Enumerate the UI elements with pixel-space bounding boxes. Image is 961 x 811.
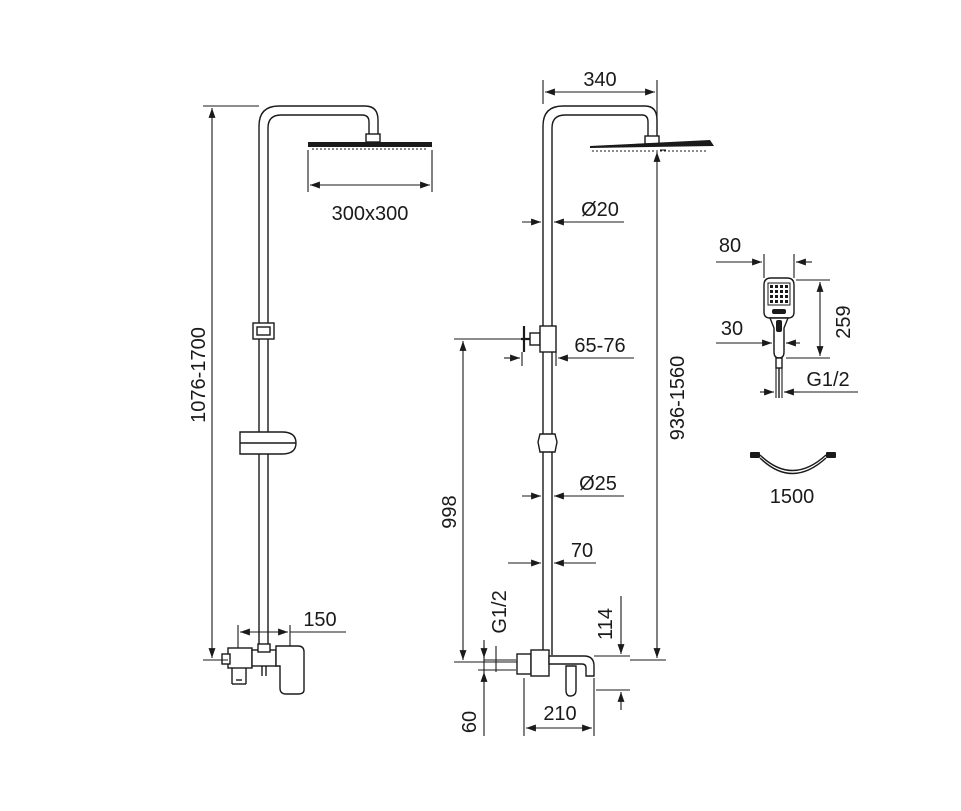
hose-line <box>759 454 827 472</box>
front-rail-outer <box>258 105 379 650</box>
hose-end-left <box>750 452 760 458</box>
front-mixer <box>221 643 305 695</box>
hose-end-right <box>826 452 836 458</box>
side-mixer <box>516 649 595 697</box>
dim-mixer-height: 114 <box>595 608 617 640</box>
dim-pipe-offset: 70 <box>571 540 593 562</box>
side-view: 340 Ø20 65-76 Ø25 998 70 936-1560 <box>439 69 714 736</box>
dim-head-size: 300x300 <box>332 203 409 225</box>
dim-handshower-width: 80 <box>719 235 741 257</box>
side-shower-head <box>590 140 714 148</box>
dim-handshower-neck: 30 <box>721 318 743 340</box>
side-wall-bracket <box>521 325 557 353</box>
dim-base-height: 60 <box>459 711 481 733</box>
dim-handshower-thread: G1/2 <box>806 369 849 391</box>
side-rail-joint <box>537 433 558 453</box>
dim-bracket-range: 65-76 <box>574 335 625 357</box>
dim-height-left: 1076-1700 <box>188 327 210 423</box>
dim-handshower-length: 259 <box>833 305 855 338</box>
dim-height-right: 936-1560 <box>667 356 689 441</box>
front-head-connector <box>365 133 381 143</box>
hose-detail: 1500 <box>750 452 836 508</box>
dim-connection-thread: G1/2 <box>489 590 511 633</box>
dim-mixer-width: 150 <box>303 609 336 631</box>
front-shower-head <box>308 142 432 147</box>
dim-bracket-height: 998 <box>439 495 461 528</box>
handshower-detail: 80 259 30 G1/2 <box>716 235 858 398</box>
dim-rail-upper: Ø20 <box>581 199 619 221</box>
front-clamp <box>252 322 275 340</box>
side-rail-outer <box>542 105 658 655</box>
dim-rail-lower: Ø25 <box>579 473 617 495</box>
handshower-nozzles <box>767 282 791 314</box>
front-view: 300x300 1076-1700 150 <box>188 105 433 695</box>
dim-hose-length: 1500 <box>770 486 815 508</box>
front-rail-inner <box>267 114 370 650</box>
dim-arm-reach: 340 <box>583 69 616 91</box>
dim-spout-length: 210 <box>543 703 576 725</box>
side-rail-inner <box>551 114 649 655</box>
